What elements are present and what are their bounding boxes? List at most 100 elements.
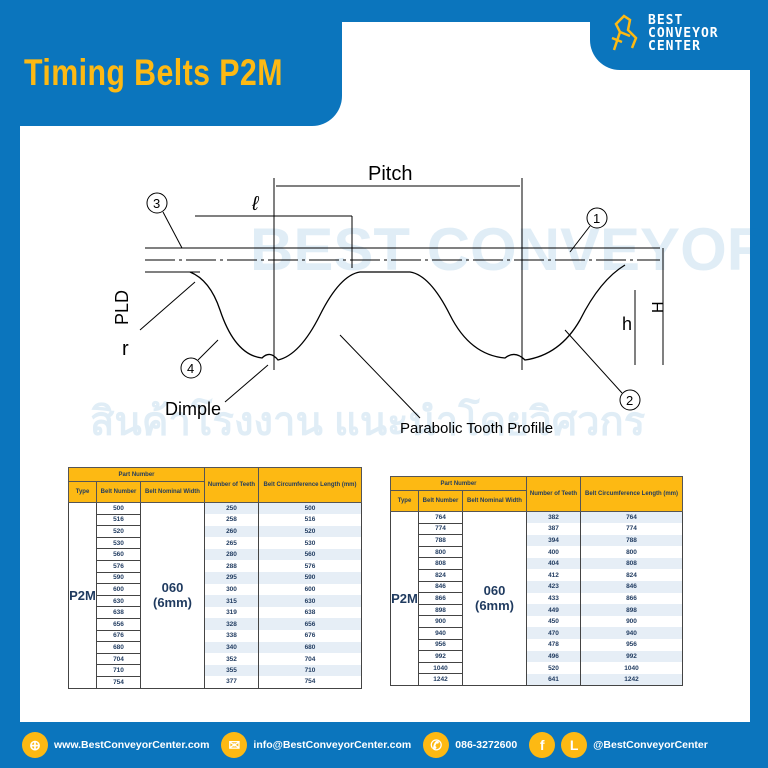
teeth-cell: 319 [204,606,259,619]
length-cell: 764 [580,511,683,524]
belt-number-cell: 680 [96,641,141,654]
teeth-cell: 404 [526,557,581,570]
teeth-cell: 315 [204,595,259,607]
r-label: r [122,338,129,360]
belt-number-cell: 900 [418,615,463,628]
h-label: h [622,314,632,334]
length-cell: 590 [258,572,362,584]
belt-number-cell: 710 [96,664,141,677]
length-cell: 1242 [580,673,683,686]
header-length: Belt Circumference Length (mm) [580,476,683,512]
length-cell: 704 [258,653,362,665]
watermark-text: BEST CONVEYOR CENTER [250,216,768,283]
teeth-cell: 412 [526,569,581,582]
width-mm: (6mm) [152,595,192,611]
H-label: H [650,301,667,313]
belt-number-cell: 656 [96,617,141,631]
teeth-cell: 280 [204,548,259,561]
belt-number-cell: 520 [96,525,141,538]
website-link[interactable]: www.BestConveyorCenter.com [54,739,210,751]
teeth-cell: 260 [204,525,259,538]
belt-number-cell: 600 [96,583,141,596]
length-cell: 516 [258,514,362,526]
teeth-cell: 449 [526,604,581,616]
pitch-label: Pitch [368,163,412,185]
teeth-cell: 520 [526,662,581,674]
belt-number-cell: 754 [96,675,141,689]
length-cell: 676 [258,630,362,642]
teeth-cell: 478 [526,639,581,651]
line-icon[interactable]: L [561,732,588,758]
teeth-cell: 300 [204,583,259,596]
teeth-cell: 265 [204,537,259,549]
belt-number-cell: 530 [96,536,141,550]
length-cell: 898 [580,604,683,616]
teeth-cell: 470 [526,627,581,640]
belt-number-cell: 800 [418,545,463,559]
belt-number-cell: 1040 [418,661,463,675]
header-teeth: Number of Teeth [204,467,259,503]
watermark: BEST CONVEYOR CENTER สินค้าโรงงาน แนะนำโ… [90,216,768,444]
length-cell: 754 [258,676,362,689]
belt-number-cell: 774 [418,522,463,536]
header-type: Type [390,490,419,512]
length-cell: 846 [580,581,683,593]
facebook-icon[interactable]: f [529,732,556,758]
belt-number-cell: 824 [418,568,463,582]
belt-number-cell: 764 [418,511,463,524]
length-cell: 500 [258,502,362,515]
header-part-number: Part Number [390,476,527,491]
belt-number-cell: 788 [418,534,463,547]
length-cell: 824 [580,569,683,582]
watermark-thai: สินค้าโรงงาน แนะนำโดยวิศวกร [90,398,646,444]
parabolic-label: Parabolic Tooth Profille [400,420,553,437]
header-length: Belt Circumference Length (mm) [258,467,362,503]
callouts: 1 2 3 4 [146,192,641,411]
teeth-cell: 394 [526,534,581,547]
teeth-cell: 295 [204,572,259,584]
length-cell: 800 [580,546,683,558]
belt-number-cell: 560 [96,548,141,561]
teeth-cell: 340 [204,641,259,654]
teeth-cell: 382 [526,511,581,524]
belt-number-cell: 638 [96,606,141,619]
email-link[interactable]: info@BestConveyorCenter.com [253,739,412,751]
footer: ⊕www.BestConveyorCenter.com ✉info@BestCo… [0,722,768,768]
belt-number-cell: 992 [418,650,463,663]
belt-number-cell: 898 [418,603,463,617]
dimple-label: Dimple [165,399,221,419]
social-handle[interactable]: @BestConveyorCenter [593,739,708,751]
length-cell: 1040 [580,662,683,674]
width-cell: 060(6mm) [140,502,205,689]
logo-icon [611,14,638,51]
belt-number-cell: 676 [96,629,141,643]
callout-4: 4 [187,361,194,376]
teeth-cell: 641 [526,673,581,686]
belt-number-cell: 1242 [418,673,463,686]
belt-number-cell: 704 [96,652,141,666]
ell-label: ℓ [251,193,260,215]
width-value: 060 [161,580,184,596]
teeth-cell: 328 [204,618,259,631]
belt-number-cell: 630 [96,594,141,608]
teeth-cell: 250 [204,502,259,515]
phone-number[interactable]: 086-3272600 [455,739,518,751]
length-cell: 900 [580,615,683,628]
